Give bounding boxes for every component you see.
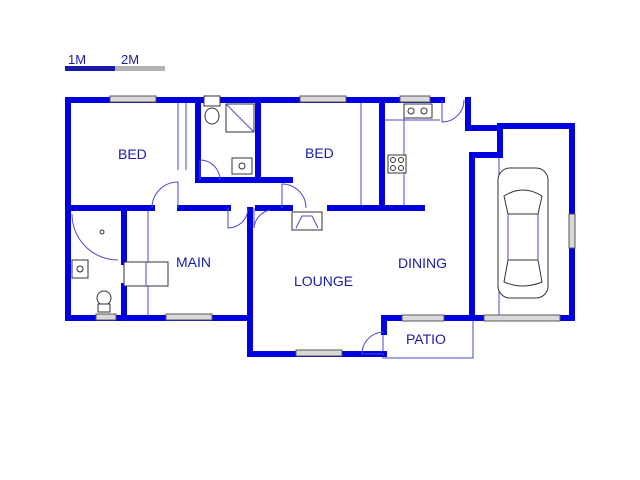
car-windscreen [503, 189, 543, 215]
door-kitchen-exterior [441, 99, 465, 123]
window-bed-left [109, 95, 157, 103]
sink-bowl-left [407, 107, 415, 115]
scale-bar-light-segment [115, 66, 165, 71]
room-label-bed-left: BED [118, 146, 147, 162]
scale-bar: 1M 2M [65, 52, 165, 71]
room-label-dining: DINING [398, 255, 447, 271]
room-label-lounge: LOUNGE [294, 273, 353, 289]
door-patio-entrance [361, 331, 385, 355]
window-lounge [295, 349, 343, 357]
fireplace-hearth [295, 215, 319, 229]
garage-door [483, 314, 561, 322]
room-labels: BED BED MAIN LOUNGE DINING PATIO [118, 145, 447, 347]
door-bathroom [199, 159, 221, 181]
stove-burner-4 [398, 165, 404, 171]
shower-drain-icon [99, 229, 105, 235]
stove-burner-3 [390, 165, 396, 171]
room-label-patio: PATIO [406, 331, 446, 347]
car-icon [497, 167, 549, 299]
sink-bowl-right [420, 107, 428, 115]
room-label-main: MAIN [176, 254, 211, 270]
ensuite-toilet-cistern [97, 303, 111, 313]
window-garage [568, 213, 576, 249]
toilet-cistern [203, 95, 221, 107]
patio-sliding-door [401, 314, 445, 322]
stove-icon [387, 154, 407, 174]
toilet-icon [204, 107, 220, 125]
scale-label-1m: 1M [68, 52, 86, 67]
scale-label-2m: 2M [121, 52, 139, 67]
window-bed-right [299, 95, 347, 103]
ensuite-basin-drain [76, 265, 84, 273]
window-kitchen [399, 95, 431, 103]
stove-burner-2 [398, 157, 404, 163]
basin-drain [238, 162, 246, 170]
fireplace-icon [291, 211, 323, 231]
door-ensuite-shower [71, 213, 119, 261]
window-ensuite [95, 313, 117, 321]
room-label-bed-right: BED [305, 145, 334, 161]
fixtures [71, 95, 549, 313]
door-main-bedroom [227, 207, 249, 229]
stove-burner-1 [390, 157, 396, 163]
door-bed-right [281, 183, 307, 209]
car-rear-window [503, 259, 543, 287]
shower-diagonal [225, 103, 255, 133]
scale-bar-dark-segment [65, 66, 115, 71]
windows [95, 95, 576, 357]
ensuite-toilet-icon [96, 290, 112, 306]
window-main [165, 313, 213, 321]
door-lounge [253, 208, 271, 229]
door-bed-left [151, 181, 179, 209]
